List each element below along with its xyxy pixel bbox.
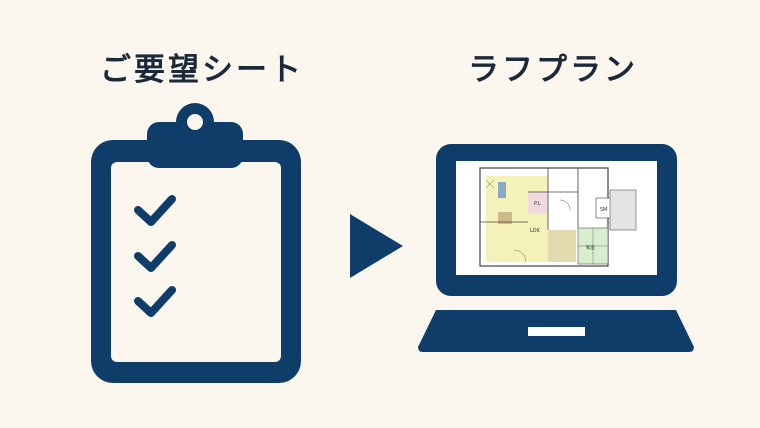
check-icon xyxy=(134,195,176,317)
request-sheet-label: ご要望シート xyxy=(100,52,304,88)
room-label-pl: P.L xyxy=(534,201,541,207)
room-label-ldk: LDK xyxy=(530,228,541,234)
rough-plan-label: ラフプラン xyxy=(468,52,638,88)
clipboard-icon xyxy=(91,103,301,383)
floor-plan-image: P.L LDK 和室 SM xyxy=(479,167,637,267)
arrow-right-icon xyxy=(350,214,403,278)
room-label-sm: SM xyxy=(600,207,608,213)
room-label-washitsu: 和室 xyxy=(586,244,595,251)
